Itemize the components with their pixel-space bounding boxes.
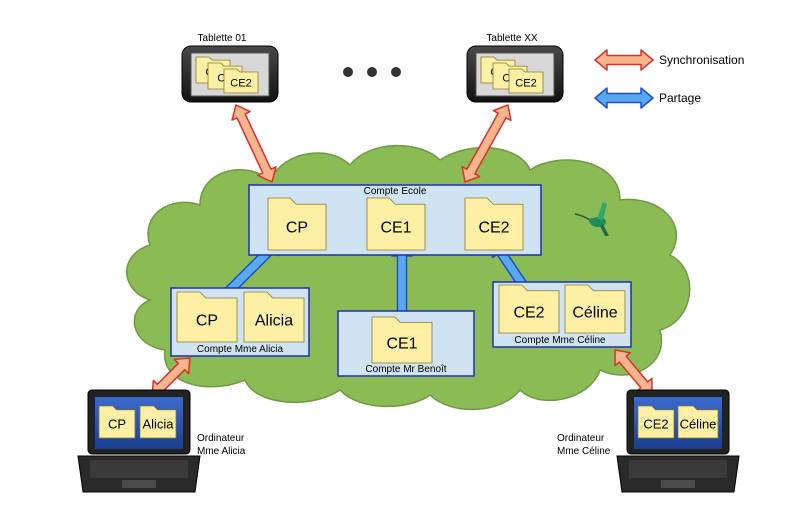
- folder-icon: CE2: [498, 284, 560, 334]
- school-account-title: Compte Ecole: [363, 186, 427, 197]
- arrows-layer: [151, 49, 654, 397]
- folder-icon: Alicia: [139, 405, 177, 439]
- computer-celine-label-1: Ordinateur: [557, 433, 605, 444]
- folder-icon: CP: [267, 197, 327, 251]
- folder-icon: CE2: [223, 68, 259, 94]
- folder-icon: CE2: [464, 197, 524, 251]
- computer-folder-label: Alicia: [142, 416, 174, 431]
- school-folder-label: CP: [286, 220, 308, 237]
- folder-icon: CE1: [366, 197, 426, 251]
- ellipsis-dots-icon: [343, 67, 401, 77]
- hummingbird-icon: [574, 202, 609, 236]
- folder-icon: CE2: [637, 405, 675, 439]
- computer-alicia-label-2: Mme Alicia: [197, 446, 246, 457]
- folders-layer: CPCE1CE2CPAliciaCE1CE2CélineCECECE2CECEC…: [98, 56, 719, 439]
- folder-icon: Céline: [564, 284, 626, 334]
- school-folder-label: CE1: [380, 220, 411, 237]
- computer-folder-label: CE2: [643, 416, 668, 431]
- legend-share-label: Partage: [659, 91, 702, 105]
- tablet-folder-label: CE2: [515, 77, 536, 89]
- celine-folder-label: Céline: [572, 304, 617, 321]
- school-folder-label: CE2: [478, 220, 509, 237]
- folder-icon: Alicia: [243, 291, 305, 343]
- celine-folder-label: CE2: [513, 304, 544, 321]
- folder-icon: CE1: [371, 316, 433, 364]
- folder-icon: CE2: [508, 68, 544, 94]
- tablet-folder-label: CE2: [230, 77, 251, 89]
- legend-sync-label: Synchronisation: [659, 53, 745, 67]
- computer-celine-label-2: Mme Céline: [557, 446, 611, 457]
- folder-icon: CP: [176, 291, 238, 343]
- legend-share-arrow: [594, 87, 654, 109]
- benoit-account-title: Compte Mr Benoît: [365, 364, 447, 375]
- computer-folder-label: CP: [108, 416, 126, 431]
- computer-folder-label: Céline: [680, 416, 717, 431]
- alicia-account-title: Compte Mme Alicia: [196, 344, 284, 355]
- benoit-folder-label: CE1: [386, 335, 417, 352]
- legend-sync-arrow: [594, 49, 654, 71]
- folder-icon: Céline: [677, 405, 719, 439]
- alicia-folder-label: CP: [196, 313, 218, 330]
- folder-icon: CP: [98, 405, 136, 439]
- laptop-icon: [77, 389, 201, 493]
- computer-alicia-label-1: Ordinateur: [197, 433, 245, 444]
- celine-account-title: Compte Mme Céline: [514, 335, 606, 346]
- tablet-title: Tablette XX: [486, 33, 538, 44]
- alicia-folder-label: Alicia: [255, 313, 293, 330]
- sync-arrow: [461, 104, 512, 183]
- sync-arrow: [231, 104, 277, 183]
- tablet-title: Tablette 01: [197, 33, 247, 44]
- laptop-icon: [616, 389, 740, 493]
